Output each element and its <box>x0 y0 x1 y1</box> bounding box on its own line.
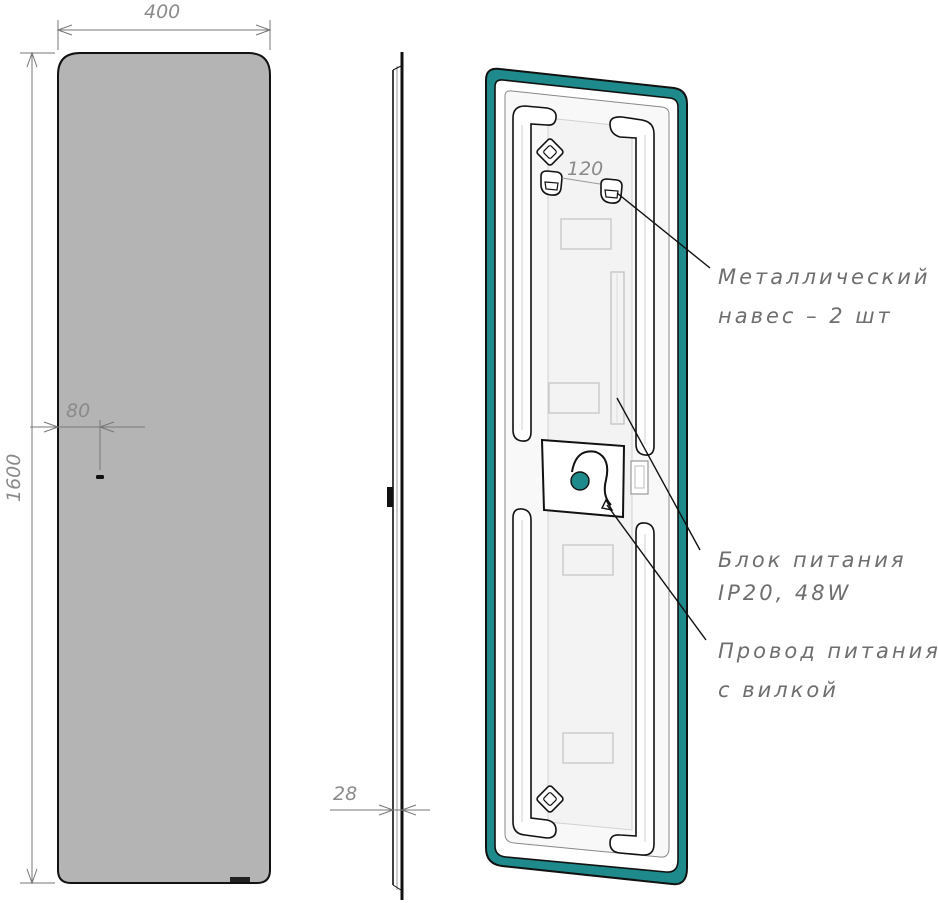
slot-bottom-left <box>512 508 557 839</box>
rect-window-2 <box>548 382 600 414</box>
screw-mount-top <box>536 138 564 166</box>
cable-grommet <box>570 471 590 491</box>
callout-power-unit-line1: Блок питания <box>718 548 907 572</box>
cable-outlet-box <box>540 438 626 519</box>
rect-window-1 <box>560 218 612 250</box>
touch-switch <box>96 475 104 479</box>
depth-dimension: 28 <box>330 783 430 816</box>
mirror-front-panel <box>57 52 271 884</box>
switch-offset-dimension: 80 <box>30 400 145 470</box>
depth-dimension-label: 28 <box>333 783 357 805</box>
rect-window-3 <box>562 544 614 576</box>
height-dimension: 1600 <box>3 51 55 885</box>
brand-logo <box>230 877 250 882</box>
slot-bottom-right <box>609 522 655 856</box>
callout-hangers-line2: навес – 2 шт <box>718 304 893 328</box>
callout-power-unit: Блок питания IP20, 48W <box>616 397 907 605</box>
callout-power-unit-line2: IP20, 48W <box>718 581 851 605</box>
height-dimension-label: 1600 <box>3 454 25 502</box>
width-dimension: 400 <box>56 1 272 50</box>
rect-window-4 <box>562 732 614 764</box>
callout-hangers-line1: Металлический <box>718 265 931 289</box>
power-cord-loop <box>571 450 612 506</box>
front-view: 400 1600 80 <box>3 1 272 885</box>
callout-power-cord: Провод питания с вилкой <box>606 504 938 702</box>
callout-power-cord-line2: с вилкой <box>718 678 839 702</box>
callout-power-cord-line1: Провод питания <box>718 639 938 663</box>
callout-hangers: Металлический навес – 2 шт <box>616 192 931 328</box>
metal-hanger-right <box>600 178 623 204</box>
slot-top-left <box>512 105 557 442</box>
connector-block <box>630 460 649 495</box>
mounting-slots <box>512 105 655 856</box>
metal-hanger-left <box>540 170 563 196</box>
slot-top-right <box>609 116 655 456</box>
screw-mount-bottom <box>536 785 564 813</box>
side-view: 28 <box>330 52 430 900</box>
side-view-switch <box>387 487 393 507</box>
switch-offset-label: 80 <box>66 400 90 422</box>
back-view: 120 <box>485 67 688 886</box>
width-dimension-label: 400 <box>144 1 180 23</box>
hanger-spacing-dimension: 120 <box>561 158 603 185</box>
power-supply-unit <box>610 271 625 425</box>
hanger-spacing-label: 120 <box>567 158 603 180</box>
